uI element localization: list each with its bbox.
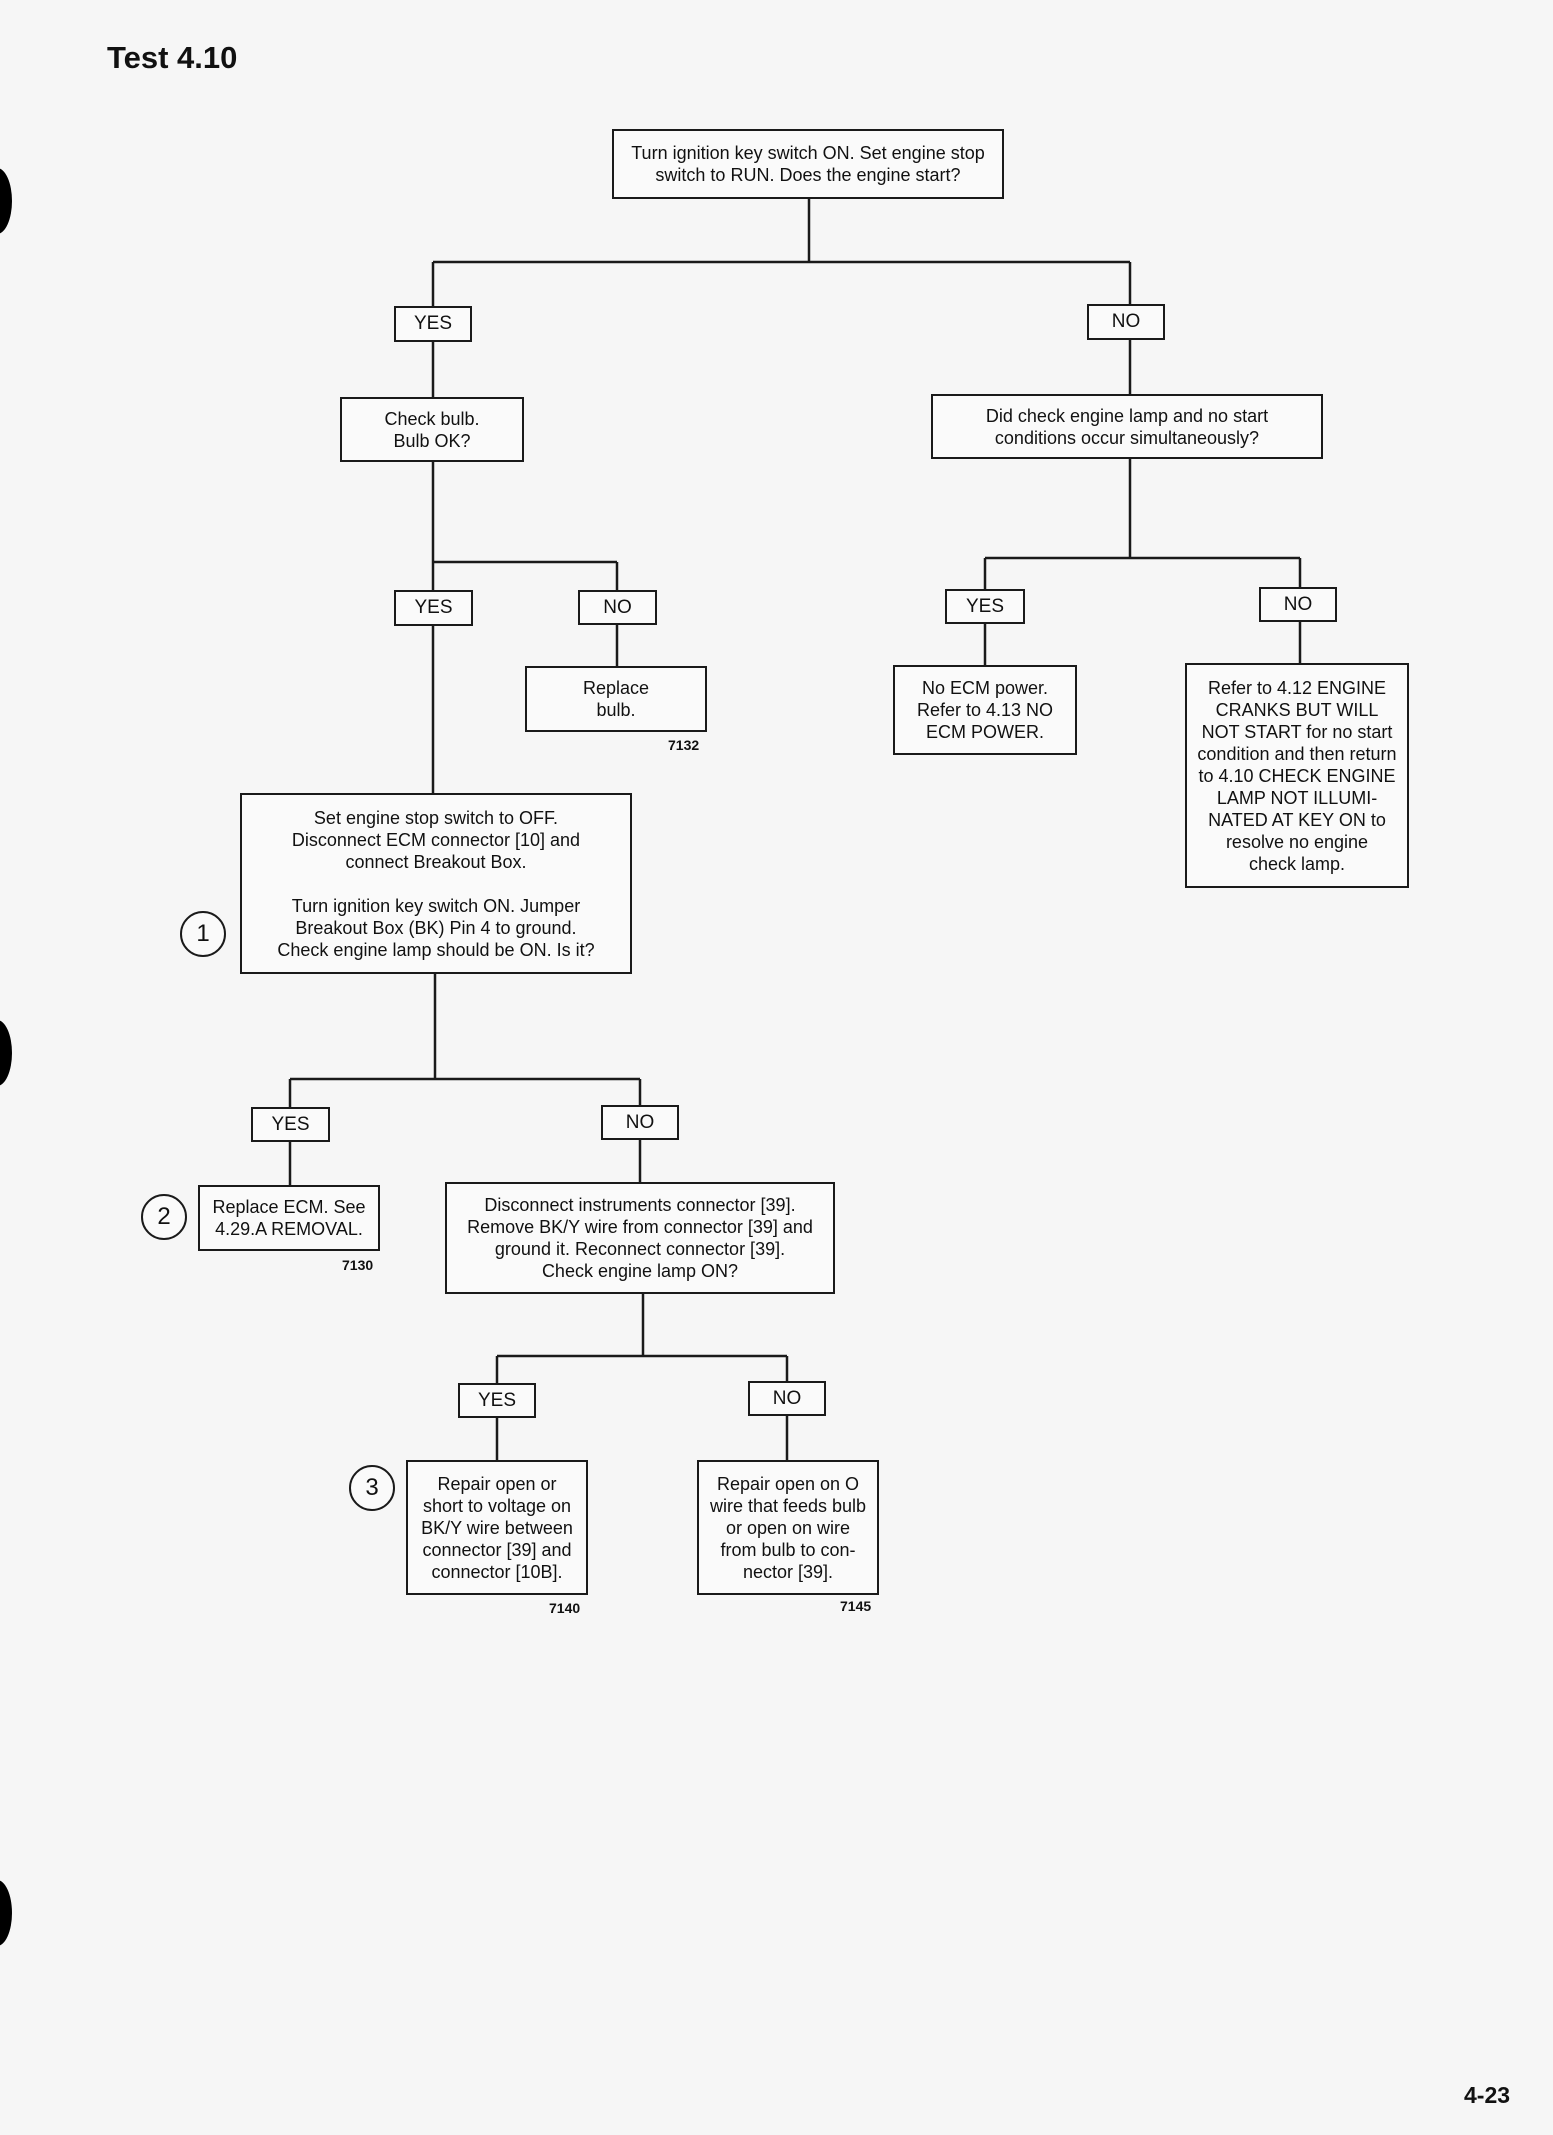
binder-hole-bottom [0, 1880, 12, 1946]
no-label-instruments: NO [748, 1381, 826, 1416]
binder-hole-top [0, 168, 12, 234]
page-title: Test 4.10 [107, 40, 238, 75]
figure-number-7130: 7130 [342, 1257, 374, 1273]
step-marker-3: 3 [349, 1465, 395, 1511]
yes-label-instruments: YES [458, 1383, 536, 1418]
binder-hole-middle [0, 1020, 12, 1086]
yes-label-step1: YES [251, 1107, 330, 1142]
repair-o-wire-box: Repair open on O wire that feeds bulb or… [697, 1460, 879, 1595]
repair-bky-wire-box: Repair open or short to voltage on BK/Y … [406, 1460, 588, 1595]
refer-4-12-box: Refer to 4.12 ENGINE CRANKS BUT WILL NOT… [1185, 663, 1409, 888]
simultaneous-question-box: Did check engine lamp and no start condi… [931, 394, 1323, 459]
replace-ecm-box: Replace ECM. See 4.29.A REMOVAL. [198, 1185, 380, 1251]
no-ecm-power-box: No ECM power. Refer to 4.13 NO ECM POWER… [893, 665, 1077, 755]
no-label-step1: NO [601, 1105, 679, 1140]
figure-number-7145: 7145 [840, 1598, 872, 1614]
yes-label-simultaneous: YES [945, 589, 1025, 624]
no-label-simultaneous: NO [1259, 587, 1337, 622]
step-marker-2: 2 [141, 1194, 187, 1240]
step1-box: Set engine stop switch to OFF. Disconnec… [240, 793, 632, 974]
no-label-start: NO [1087, 304, 1165, 340]
check-bulb-box: Check bulb. Bulb OK? [340, 397, 524, 462]
figure-number-7132: 7132 [668, 737, 700, 753]
disconnect-instruments-box: Disconnect instruments connector [39]. R… [445, 1182, 835, 1294]
start-question-box: Turn ignition key switch ON. Set engine … [612, 129, 1004, 199]
figure-number-7140: 7140 [549, 1600, 581, 1616]
replace-bulb-box: Replace bulb. [525, 666, 707, 732]
step-marker-1: 1 [180, 911, 226, 957]
yes-label-start: YES [394, 306, 472, 342]
no-label-bulb: NO [578, 590, 657, 625]
yes-label-bulb: YES [394, 590, 473, 626]
page-number: 4-23 [1464, 2082, 1511, 2108]
